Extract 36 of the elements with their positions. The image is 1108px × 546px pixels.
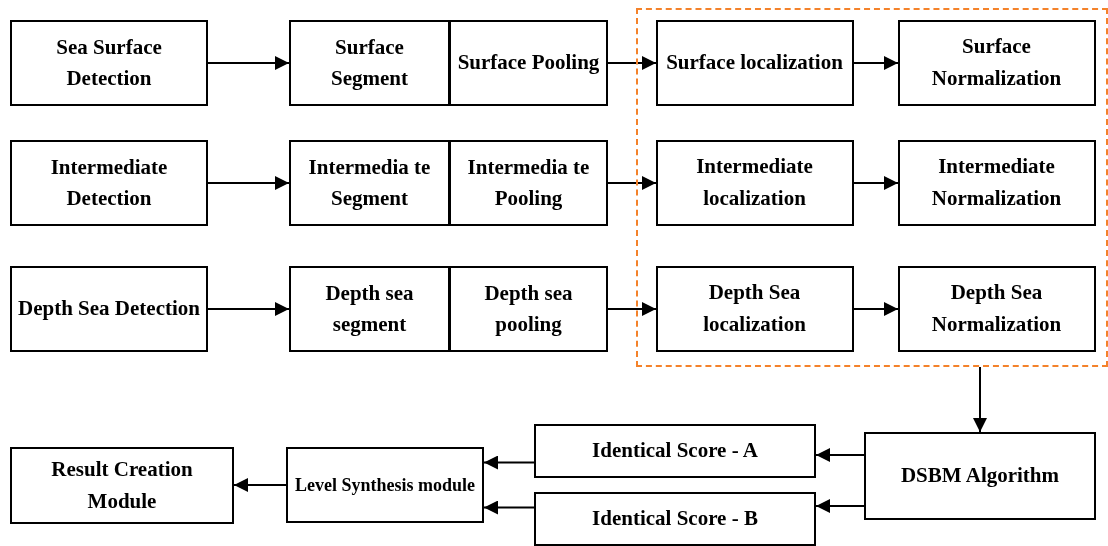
arrow (815, 499, 865, 513)
process-box: Intermediate Normalization (897, 139, 1096, 226)
process-box: Intermediate localization (655, 139, 854, 226)
arrow (233, 478, 287, 492)
process-box: Surface Pooling (449, 20, 608, 106)
process-box: Intermedia te Pooling (449, 140, 608, 226)
process-box: Surface Segment (289, 20, 450, 106)
arrow (607, 56, 657, 70)
process-box: Identical Score - B (534, 492, 816, 546)
process-box: Surface localization (655, 19, 854, 106)
arrow (607, 302, 657, 316)
arrow (483, 455, 535, 470)
process-box: Sea Surface Detection (10, 20, 208, 106)
process-box: Depth sea pooling (449, 266, 608, 352)
arrow (853, 56, 899, 70)
dashed-group-box (636, 8, 1108, 367)
process-box: Identical Score - A (534, 424, 816, 478)
process-box: DSBM Algorithm (864, 432, 1096, 520)
process-box: Surface Normalization (897, 19, 1096, 106)
process-box: Depth Sea Normalization (897, 265, 1096, 352)
process-box: Depth Sea localization (655, 265, 854, 352)
arrow (815, 448, 865, 462)
process-box: Level Synthesis module (286, 447, 484, 523)
arrow (853, 176, 899, 190)
arrow (607, 176, 657, 190)
process-box: Depth sea segment (289, 266, 450, 352)
arrow (483, 500, 535, 515)
process-box: Result Creation Module (10, 447, 234, 524)
process-box: Intermediate Detection (10, 140, 208, 226)
arrow (853, 302, 899, 316)
process-box: Intermedia te Segment (289, 140, 450, 226)
arrow (207, 56, 290, 70)
arrow (973, 366, 987, 433)
arrow (207, 176, 290, 190)
process-box: Depth Sea Detection (10, 266, 208, 352)
arrow (207, 302, 290, 316)
